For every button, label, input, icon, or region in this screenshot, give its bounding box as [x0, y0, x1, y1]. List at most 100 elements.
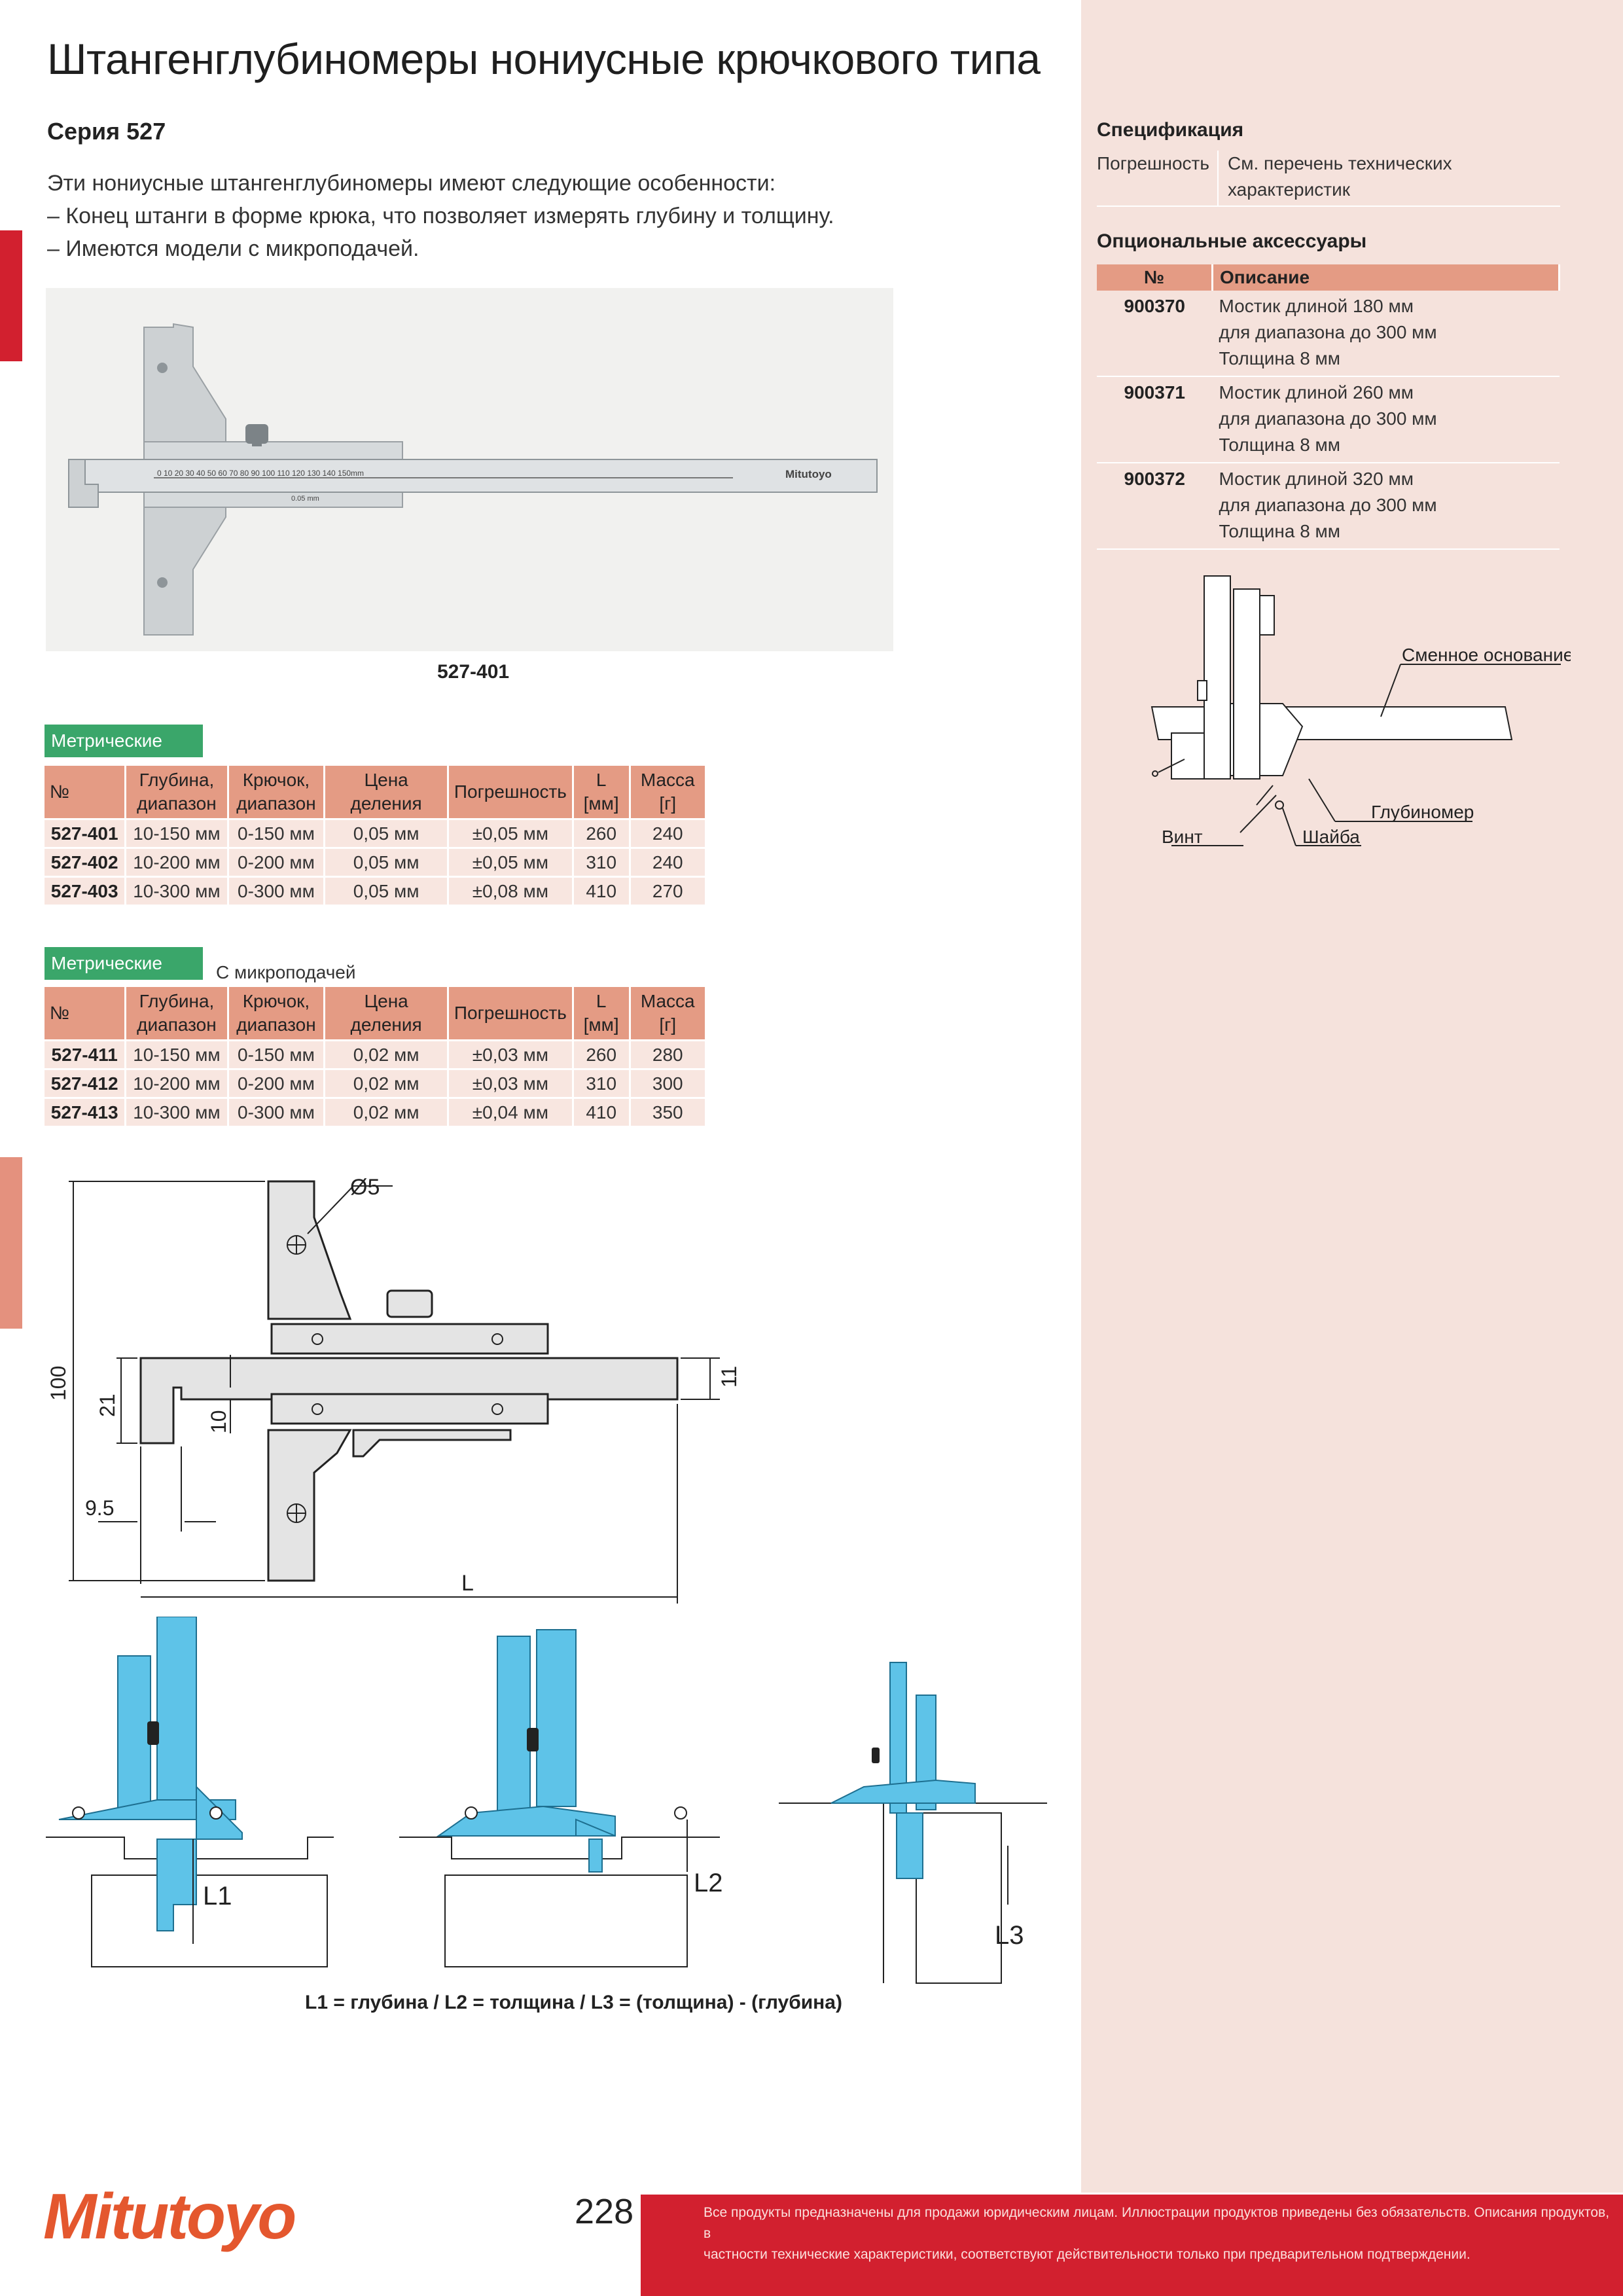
intro-line: – Конец штанги в форме крюка, что позвол… — [47, 204, 834, 228]
col-header: Масса [г] — [630, 987, 707, 1041]
label-L3: L3 — [995, 1921, 1024, 1950]
footer-disclaimer: Все продукты предназначены для продажи ю… — [704, 2202, 1613, 2265]
table-row: 900371 Мостик длиной 260 мм для диапазон… — [1097, 376, 1560, 463]
cell: 0,05 мм — [324, 847, 449, 877]
cell: 527-411 — [45, 1039, 127, 1069]
intro-text: Эти нониусные штангенглубиномеры имеют с… — [47, 167, 834, 265]
photo-vernier: 0.05 mm — [291, 495, 319, 503]
accessories-title: Опциональные аксессуары — [1097, 230, 1367, 252]
spec-value: См. перечень технических характеристик — [1217, 151, 1452, 206]
cell: 527-402 — [45, 847, 127, 877]
cell: Мостик длиной 180 мм для диапазона до 30… — [1212, 291, 1560, 377]
col-header: Цена деления — [324, 987, 449, 1041]
desc-line: для диапазона до 300 мм — [1219, 408, 1437, 429]
dim-9-5: 9.5 — [85, 1496, 114, 1520]
cell: Мостик длиной 320 мм для диапазона до 30… — [1212, 463, 1560, 550]
cell: 527-401 — [45, 818, 127, 848]
col-header: Цена деления — [324, 766, 449, 819]
cell: 410 — [573, 876, 631, 905]
table-row: 527-402 10-200 мм 0-200 мм 0,05 мм ±0,05… — [45, 847, 707, 877]
col-header: Глубина, диапазон — [125, 766, 229, 819]
col-header: Описание — [1212, 264, 1560, 291]
cell: 527-412 — [45, 1068, 127, 1098]
page-title: Штангенглубиномеры нониусные крючкового … — [47, 35, 1041, 83]
desc-line: Толщина 8 мм — [1219, 521, 1341, 541]
photo-brand: Mitutoyo — [785, 468, 832, 480]
intro-line: Эти нониусные штангенглубиномеры имеют с… — [47, 171, 776, 196]
cell: Мостик длиной 260 мм для диапазона до 30… — [1212, 376, 1560, 463]
col-header: № — [45, 766, 127, 819]
disclaimer-line: Все продукты предназначены для продажи ю… — [704, 2205, 1610, 2241]
label-washer: Шайба — [1302, 827, 1360, 847]
spec-label: Погрешность — [1097, 153, 1209, 173]
usage-illustration: L1 L2 L3 — [46, 1617, 1047, 1984]
col-header: L [мм] — [573, 766, 631, 819]
table-row: 527-411 10-150 мм 0-150 мм 0,02 мм ±0,03… — [45, 1039, 707, 1069]
col-header: L [мм] — [573, 987, 631, 1041]
table1-tag: Метрические — [45, 725, 203, 757]
col-header: Крючок, диапазон — [228, 766, 326, 819]
accessory-illustration: Сменное основание Глубиномер Винт Шайба — [1150, 575, 1571, 847]
mitutoyo-logo: Mitutoyo — [43, 2180, 296, 2252]
cell: ±0,05 мм — [448, 818, 574, 848]
col-header: № — [1097, 264, 1213, 291]
cell: 0-300 мм — [228, 876, 326, 905]
table-row: 900370 Мостик длиной 180 мм для диапазон… — [1097, 291, 1560, 377]
label-L2: L2 — [694, 1869, 723, 1897]
dim-21: 21 — [96, 1393, 119, 1417]
spec-table-1: № Глубина, диапазон Крючок, диапазон Цен… — [45, 766, 707, 905]
cell: ±0,05 мм — [448, 847, 574, 877]
desc-line: Мостик длиной 260 мм — [1219, 382, 1414, 403]
label-gauge: Глубиномер — [1371, 802, 1474, 822]
series-label: Серия 527 — [47, 118, 166, 145]
cell: 350 — [630, 1097, 707, 1126]
cell: 900370 — [1097, 291, 1213, 377]
spec-value-line: См. перечень технических — [1228, 153, 1452, 173]
dim-10: 10 — [207, 1410, 230, 1433]
cell: 0-200 мм — [228, 1068, 326, 1098]
cell: 0,02 мм — [324, 1039, 449, 1069]
col-header: Масса [г] — [630, 766, 707, 819]
dim-11: 11 — [717, 1366, 741, 1388]
spec-title: Спецификация — [1097, 119, 1244, 141]
footer-band: Все продукты предназначены для продажи ю… — [641, 2195, 1623, 2296]
desc-line: для диапазона до 300 мм — [1219, 495, 1437, 515]
cell: 410 — [573, 1097, 631, 1126]
cell: ±0,08 мм — [448, 876, 574, 905]
cell: 0-150 мм — [228, 1039, 326, 1069]
cell: 300 — [630, 1068, 707, 1098]
cell: 900371 — [1097, 376, 1213, 463]
table2-tag: Метрические — [45, 947, 203, 980]
section-tab-red — [0, 230, 22, 361]
table-row: 900372 Мостик длиной 320 мм для диапазон… — [1097, 463, 1560, 550]
cell: 310 — [573, 847, 631, 877]
cell: 260 — [573, 818, 631, 848]
cell: 240 — [630, 818, 707, 848]
cell: ±0,04 мм — [448, 1097, 574, 1126]
cell: ±0,03 мм — [448, 1039, 574, 1069]
cell: 10-200 мм — [125, 847, 229, 877]
cell: 0-300 мм — [228, 1097, 326, 1126]
cell: 10-150 мм — [125, 818, 229, 848]
cell: 270 — [630, 876, 707, 905]
cell: 10-200 мм — [125, 1068, 229, 1098]
table-row: 527-413 10-300 мм 0-300 мм 0,02 мм ±0,04… — [45, 1097, 707, 1126]
col-header: Погрешность — [448, 766, 574, 819]
photo-scale: 0 10 20 30 40 50 60 70 80 90 100 110 120… — [157, 469, 364, 478]
desc-line: Толщина 8 мм — [1219, 348, 1341, 368]
cell: 527-413 — [45, 1097, 127, 1126]
accessories-table: № Описание 900370 Мостик длиной 180 мм д… — [1097, 264, 1560, 550]
col-header: Погрешность — [448, 987, 574, 1041]
label-L1: L1 — [203, 1882, 232, 1910]
cell: 310 — [573, 1068, 631, 1098]
spec-block: Погрешность См. перечень технических хар… — [1097, 151, 1560, 207]
product-photo: 0 10 20 30 40 50 60 70 80 90 100 110 120… — [46, 288, 893, 651]
cell: 10-150 мм — [125, 1039, 229, 1069]
cell: 527-403 — [45, 876, 127, 905]
table-row: 527-401 10-150 мм 0-150 мм 0,05 мм ±0,05… — [45, 818, 707, 848]
table-row: 527-403 10-300 мм 0-300 мм 0,05 мм ±0,08… — [45, 876, 707, 905]
section-tab-salmon — [0, 1157, 22, 1329]
cell: 240 — [630, 847, 707, 877]
desc-line: Толщина 8 мм — [1219, 435, 1341, 455]
desc-line: Мостик длиной 320 мм — [1219, 469, 1414, 489]
